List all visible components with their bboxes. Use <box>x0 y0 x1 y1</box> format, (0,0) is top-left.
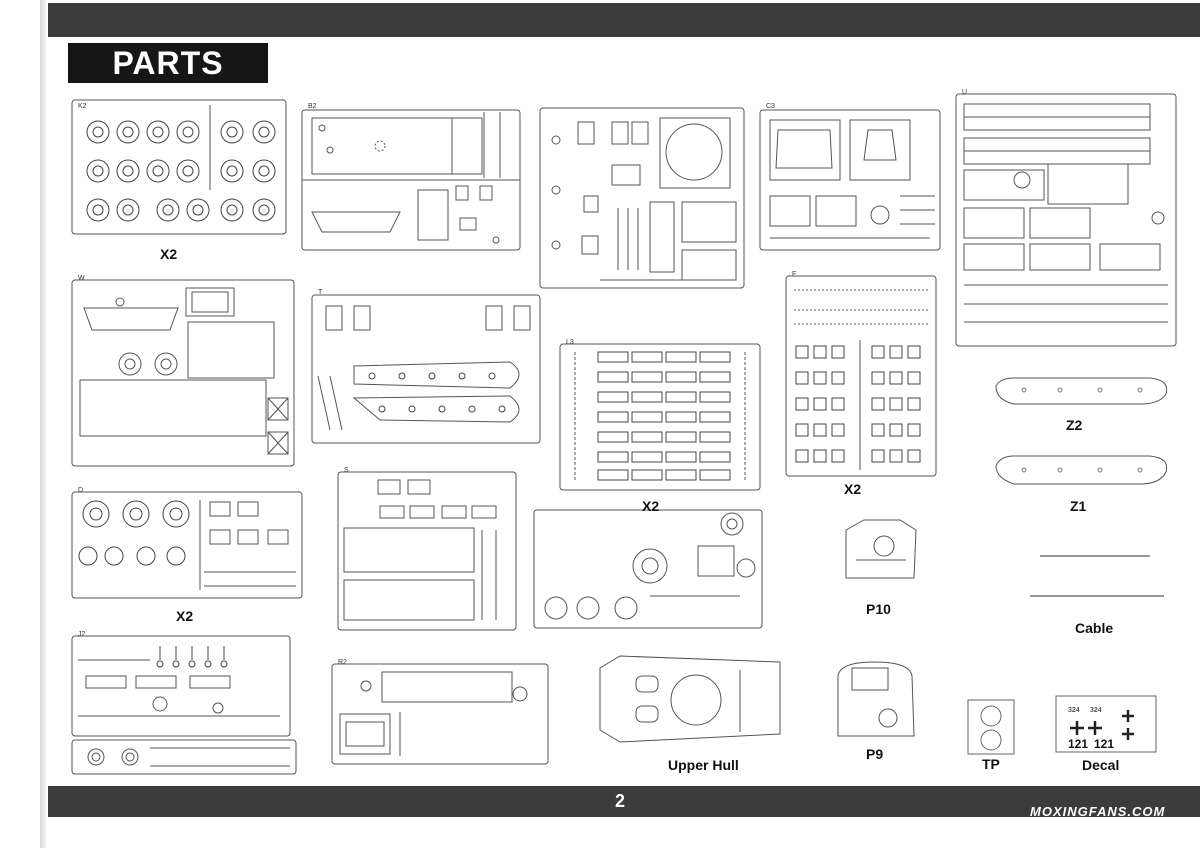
sprue-w: W <box>71 275 295 467</box>
sprue-u: U <box>955 89 1177 347</box>
part-tp-fret <box>967 699 1015 755</box>
sprue-u-code: U <box>962 89 967 96</box>
page-number: 2 <box>614 791 625 811</box>
header-band <box>48 3 1200 37</box>
sprue-c3-code: C3 <box>766 103 775 110</box>
sprue-d-code: D <box>78 487 83 494</box>
sprue-k2-code: K2 <box>78 103 87 110</box>
p9-label: P9 <box>866 746 884 762</box>
sprue-s-code: S <box>344 467 349 474</box>
sprue-c3: C3 <box>759 103 941 251</box>
sprue-f: F <box>785 271 937 477</box>
part-z2-shape <box>995 377 1168 405</box>
z1-label: Z1 <box>1070 498 1087 514</box>
p10-label: P10 <box>866 601 891 617</box>
upper-hull-label: Upper Hull <box>668 757 739 773</box>
sprue-l3: L3 <box>559 339 761 491</box>
sprue-strip <box>71 739 297 775</box>
sprue-j2: J2 <box>71 631 291 737</box>
sprue-k2: K2 <box>71 99 287 235</box>
sprue-mantlet <box>533 509 763 629</box>
part-p9 <box>837 661 915 737</box>
decal-small-1: 324 <box>1068 707 1080 714</box>
sprue-l3-code: L3 <box>566 339 574 346</box>
binding-spine <box>40 0 46 848</box>
k2-quantity-label: X2 <box>160 246 178 262</box>
decal-number-2: 121 <box>1094 737 1114 751</box>
site-watermark: MOXINGFANS.COM <box>1030 804 1166 819</box>
sprue-b2-code: B2 <box>308 103 317 110</box>
sprue-j2-code: J2 <box>78 631 86 638</box>
part-upper-hull <box>599 655 781 743</box>
f-quantity-label: X2 <box>844 481 862 497</box>
l3-quantity-label: X2 <box>642 498 660 514</box>
sprue-d: D <box>71 487 303 599</box>
sprue-r2-code: R2 <box>338 659 347 666</box>
part-p10 <box>845 519 917 579</box>
sprue-s: S <box>337 467 517 631</box>
sprue-r2: R2 <box>331 659 549 765</box>
page-title-box: PARTS <box>68 43 268 83</box>
sprue-t: T <box>311 289 541 444</box>
tp-label: TP <box>982 756 1000 772</box>
footer-band <box>48 786 1200 817</box>
part-z1-shape <box>995 455 1168 485</box>
cable-label: Cable <box>1075 620 1114 636</box>
sprue-b2: B2 <box>301 103 521 251</box>
decal-label: Decal <box>1082 757 1120 773</box>
decal-sheet <box>1055 695 1157 753</box>
page-title: PARTS <box>112 45 224 81</box>
sprue-f-code: F <box>792 271 796 278</box>
sprue-w-code: W <box>78 275 85 282</box>
sprue-t-code: T <box>318 289 323 296</box>
d-quantity-label: X2 <box>176 608 194 624</box>
sprue-a <box>539 107 745 289</box>
decal-number-1: 121 <box>1068 737 1088 751</box>
decal-small-2: 324 <box>1090 707 1102 714</box>
z2-label: Z2 <box>1066 417 1083 433</box>
